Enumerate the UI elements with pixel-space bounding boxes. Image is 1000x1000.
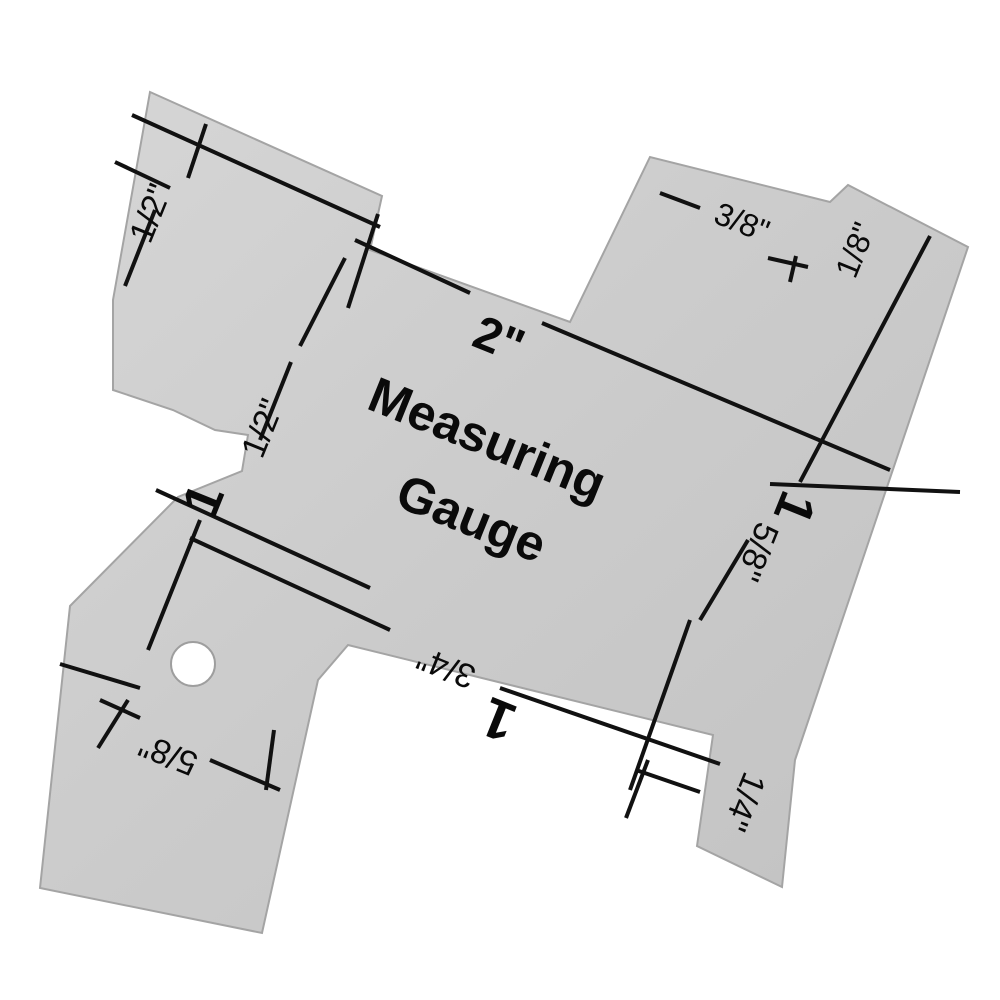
hang-hole xyxy=(170,641,216,687)
measurement-lines xyxy=(59,113,961,819)
gauge-plate xyxy=(38,90,970,935)
label-1-three-quarters-whole: 1 xyxy=(472,685,524,755)
